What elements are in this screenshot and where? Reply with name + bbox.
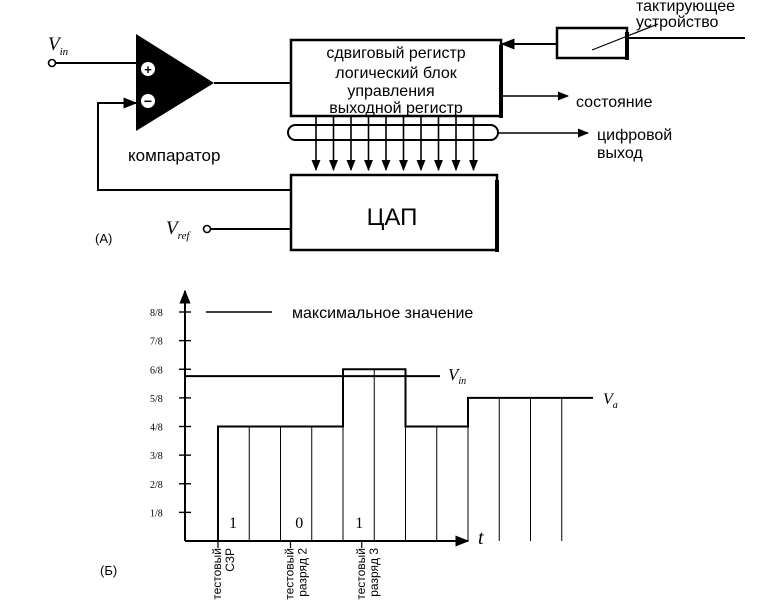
x-annotation-text: разряд 2 xyxy=(296,548,310,597)
register-line-3: управления xyxy=(347,83,434,100)
clock-box xyxy=(555,26,629,60)
comparator-triangle xyxy=(136,34,214,131)
x-annotation-text: тестовый xyxy=(283,548,297,600)
timing-chart: t 1/8 2/8 3/8 4/8 5/8 6/8 7/8 8/8 максимальное … xyxy=(100,289,618,600)
vref-terminal xyxy=(202,224,212,234)
y-tick-label: 2/8 xyxy=(150,480,163,491)
comparator-minus-circle xyxy=(141,94,155,108)
clock-device: тактирующее устройство xyxy=(500,0,745,60)
digital-output-line-2: выход xyxy=(597,145,643,162)
comparator-minus: − xyxy=(144,93,152,109)
register-box xyxy=(289,38,503,118)
x-annotation-text: тестовый xyxy=(210,548,224,600)
clock-label-line-1: тактирующее xyxy=(636,0,735,15)
y-tick-label: 1/8 xyxy=(150,508,163,519)
panel-a-label: (A) xyxy=(95,231,112,246)
vin-level-label: Vin xyxy=(448,365,466,387)
dac-box xyxy=(289,173,499,252)
vin-input: Vin xyxy=(47,34,136,68)
bit-result: 1 xyxy=(355,515,363,532)
x-annotation-text: СЗР xyxy=(223,548,237,572)
panel-b-label: (Б) xyxy=(100,563,117,578)
register-line-2: логический блок xyxy=(335,65,458,82)
x-annotation-text: тестовый xyxy=(354,548,368,600)
va-label: Va xyxy=(603,391,618,411)
comparator-label: компаратор xyxy=(128,146,220,165)
clock-leader-line xyxy=(591,23,659,51)
y-tick-label: 7/8 xyxy=(150,337,163,348)
y-tick-label: 3/8 xyxy=(150,451,163,462)
y-tick-label: 4/8 xyxy=(150,423,163,434)
register-line-4: выходной регистр xyxy=(329,100,463,117)
bit-result: 0 xyxy=(295,515,303,532)
y-tick-label: 8/8 xyxy=(150,308,163,319)
dac-block: ЦАП xyxy=(289,173,499,252)
va-waveform xyxy=(217,368,593,541)
x-annotation-text: разряд 3 xyxy=(367,548,381,597)
block-diagram: Vin + − компаратор сдвиговый регистр лог… xyxy=(47,0,745,252)
y-tick-label: 6/8 xyxy=(150,365,163,376)
comparator-plus-circle xyxy=(141,62,155,76)
bit-results: 1 0 1 xyxy=(229,515,363,532)
vin-terminal xyxy=(47,58,57,68)
clock-label-line-2: устройство xyxy=(636,14,719,31)
dac-label: ЦАП xyxy=(367,204,418,231)
bus-lines xyxy=(311,117,478,172)
register-block: сдвиговый регистр логический блок управл… xyxy=(289,38,503,118)
y-ticks: 1/8 2/8 3/8 4/8 5/8 6/8 7/8 8/8 xyxy=(150,308,191,519)
digital-bus xyxy=(287,117,590,172)
vin-symbol: Vin xyxy=(48,34,69,58)
bit-result: 1 xyxy=(229,515,237,532)
bus-ellipse xyxy=(287,124,499,141)
x-axis-label: t xyxy=(478,527,484,549)
vref-input: Vref xyxy=(166,218,291,242)
digital-output-line-1: цифровой xyxy=(597,127,672,144)
vref-symbol: Vref xyxy=(166,218,191,242)
comparator: + − компаратор xyxy=(128,34,220,165)
y-tick-label: 5/8 xyxy=(150,394,163,405)
status-label: состояние xyxy=(576,94,653,111)
register-line-1: сдвиговый регистр xyxy=(326,45,465,62)
comparator-plus: + xyxy=(144,62,152,77)
feedback-wire xyxy=(97,97,292,191)
max-value-label: максимальное значение xyxy=(292,305,473,322)
